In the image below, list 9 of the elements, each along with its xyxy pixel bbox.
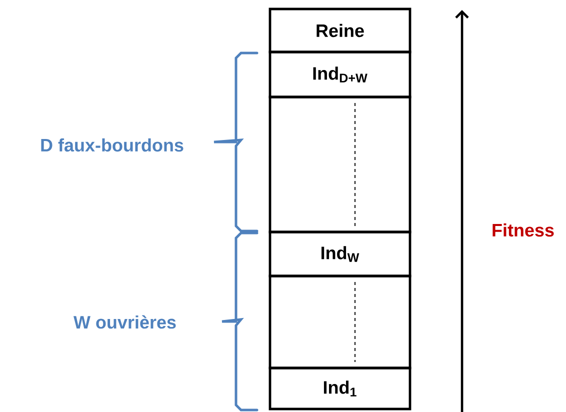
group-label: W ouvrières (74, 315, 176, 329)
level-box: Reine (268, 8, 412, 54)
level-box: Ind$_{W}$ (268, 230, 412, 278)
dotted-gap-box (268, 274, 412, 370)
group-label: Fitness (492, 223, 554, 237)
level-box: Ind$_{D+W}$ (268, 50, 412, 98)
level-box: Ind$_{1}$ (268, 366, 412, 410)
dotted-gap-box (268, 96, 412, 234)
group-label: D faux-bourdons (41, 138, 184, 152)
